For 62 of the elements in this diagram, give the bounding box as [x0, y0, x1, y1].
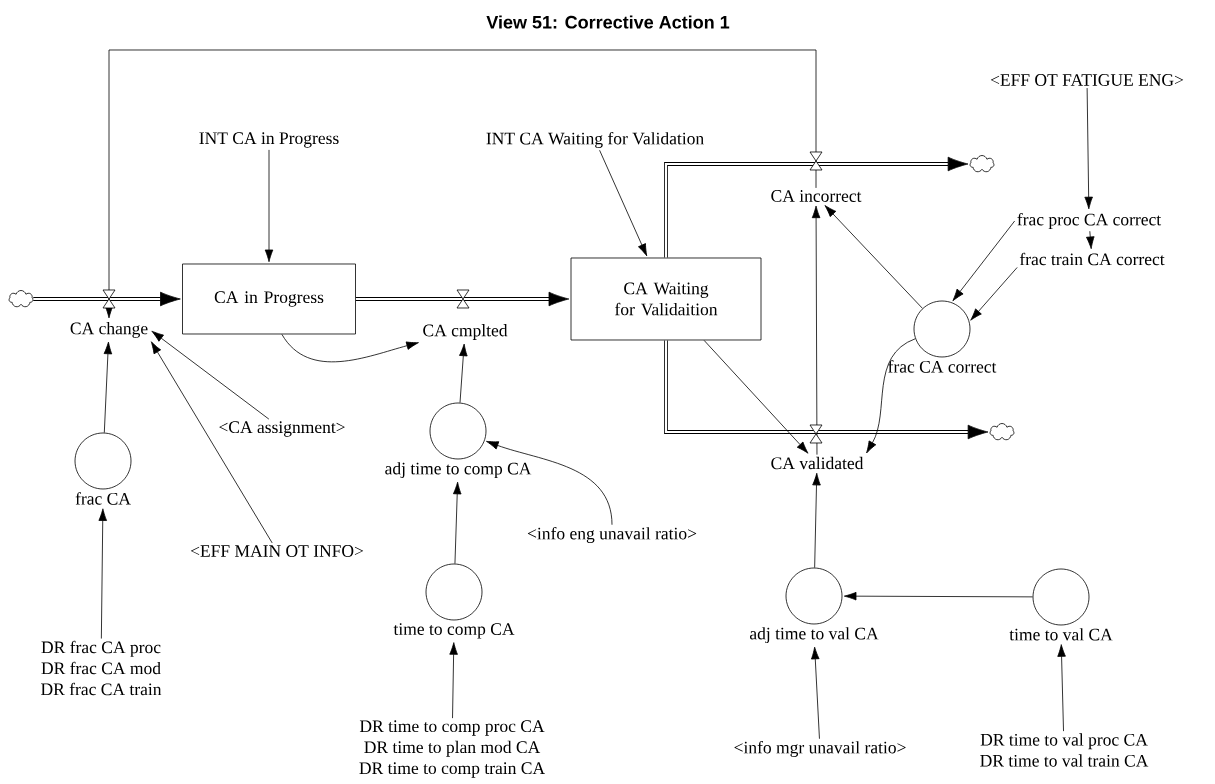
variable-label: <EFF OT FATIGUE ENG> [990, 74, 1184, 86]
node-label: frac CA correct [888, 360, 997, 373]
auxiliary-variable: frac CA [74, 432, 132, 505]
node-label: time to val CA [1009, 628, 1113, 641]
variable-label: CA change [70, 322, 148, 338]
flow-pipe [664, 340, 989, 440]
arrow [151, 330, 270, 420]
auxiliary-variable: frac CA correct [888, 300, 997, 373]
variable-label: CA validated [771, 456, 864, 470]
arrow [952, 220, 1016, 302]
variable-label: CA incorrect [771, 190, 862, 202]
auxiliary-variable: adj time to val CA [750, 567, 879, 644]
arrow [264, 149, 274, 263]
arrow [866, 338, 916, 454]
arrow [970, 267, 1018, 321]
node-label: adj time to val CA [749, 627, 879, 644]
variable-label: DR time to val proc CA DR time to val train CA [980, 733, 1149, 767]
arrow [150, 341, 273, 544]
variable-label: CA cmplted [423, 324, 508, 340]
variable-label: DR time to comp proc CA DR time to plan mod CA DR time to comp train CA [359, 720, 545, 778]
variable-label: frac proc CA correct [1017, 212, 1162, 230]
arrow [449, 642, 458, 719]
arrow [824, 205, 923, 309]
cloud-symbol [8, 290, 34, 308]
arrow [843, 591, 1033, 601]
arrow [98, 508, 107, 639]
variable-label: <info eng unavail ratio> [527, 526, 697, 544]
arrow [453, 481, 462, 564]
arrow [812, 472, 821, 568]
auxiliary-variable: time to val CA [1009, 568, 1113, 641]
variable-label: INT CA in Progress [199, 132, 339, 148]
stock-box: CA in Progress [182, 263, 356, 335]
arrow [459, 343, 468, 404]
cloud-symbol [989, 423, 1015, 441]
arrow [811, 205, 821, 456]
cloud-symbol [969, 155, 995, 173]
arrow [599, 149, 648, 257]
arrow [1084, 87, 1093, 210]
node-label: time to comp CA [393, 623, 515, 639]
variable-label: INT CA Waiting for Validation [486, 131, 704, 149]
arrow [1057, 644, 1066, 732]
arrow [811, 646, 820, 740]
auxiliary-variable: time to comp CA [393, 563, 515, 639]
arrow [103, 341, 113, 434]
flow-pipe [355, 291, 570, 307]
variable-label: frac train CA correct [1019, 252, 1165, 266]
title: View 51: Corrective Action 1 [486, 15, 730, 29]
flow-pipe [664, 156, 969, 258]
flow-pipe [33, 291, 181, 307]
arrow [1086, 230, 1095, 250]
arrow [104, 49, 817, 319]
auxiliary-variable: adj time to comp CA [385, 402, 532, 479]
arrow [281, 334, 419, 363]
stock-box: CA Waiting for Validaition [570, 257, 762, 341]
arrow [486, 440, 613, 526]
arrow [703, 340, 809, 454]
variable-label: DR frac CA proc DR frac CA mod DR frac CA train [41, 640, 162, 696]
variable-label: <CA assignment> [219, 421, 345, 437]
variable-label: <EFF MAIN OT INFO> [190, 545, 364, 557]
node-label: frac CA [75, 492, 131, 505]
variable-label: <info mgr unavail ratio> [734, 740, 906, 758]
node-label: adj time to comp CA [385, 462, 532, 479]
